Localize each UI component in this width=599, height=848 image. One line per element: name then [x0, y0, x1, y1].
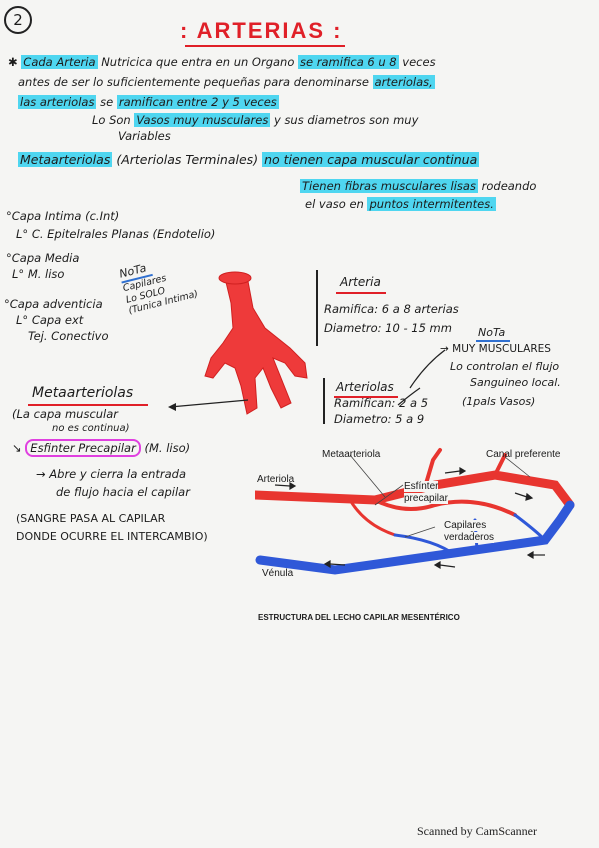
label-arteriola: Arteriola	[257, 474, 295, 485]
intro-ramifica: se ramifica 6 u 8	[298, 55, 399, 69]
nota-right-title: NoTa	[478, 326, 506, 339]
layer-intima: °Capa Intima (c.Int)	[6, 209, 120, 223]
nota-right-l3: Sanguineo local.	[470, 376, 561, 389]
arteria-bracket	[316, 270, 318, 346]
scanned-by-footer: Scanned by CamScanner	[417, 824, 537, 838]
label-canal-preferente: Canal preferente	[486, 449, 561, 460]
arteria-title-underline	[336, 292, 386, 294]
page-title: : ARTERIAS :	[180, 18, 343, 43]
label-capilares-2: verdaderos	[444, 532, 495, 543]
figure-caption: ESTRUCTURA DEL LECHO CAPILAR MESENTÉRICO	[258, 613, 460, 622]
meta-note-l6: DONDE OCURRE EL INTERCAMBIO)	[16, 530, 208, 543]
layer-intima-sub: L° C. Epitelrales Planas (Endotelio)	[16, 227, 216, 241]
label-venula: Vénula	[262, 568, 294, 579]
capillary-bed-diagram	[255, 448, 575, 575]
intro-line-2: antes de ser lo suficientemente pequeñas…	[18, 75, 435, 89]
layer-media-sub: L° M. liso	[12, 267, 65, 281]
arteria-diam: Diametro: 10 - 15 mm	[324, 321, 452, 335]
label-capilares-1: Capilares	[444, 520, 487, 531]
meta-def-line-2: Tienen fibras musculares lisas rodeando	[300, 179, 537, 193]
intro-line-4: Lo Son Vasos muy musculares y sus diamet…	[92, 113, 419, 127]
star-icon: ✱	[8, 55, 18, 69]
intro-line-1: ✱ Cada Arteria Nutricica que entra en un…	[8, 55, 436, 70]
intro-arteriolas: arteriolas,	[372, 75, 435, 89]
nota-right-l2: Lo controlan el flujo	[450, 360, 560, 373]
label-metaarteriola: Metaarteriola	[322, 449, 381, 460]
arteriolas-bracket	[323, 378, 325, 424]
nota-right-l1: → MUY MUSCULARES	[440, 343, 551, 355]
meta-note-underline	[28, 404, 148, 406]
page-number: 2	[4, 6, 32, 34]
layer-media: °Capa Media	[6, 251, 80, 265]
arteriolas-title-underline	[334, 396, 398, 398]
meta-note-l2: no es continua)	[52, 423, 130, 434]
nota-right-l4: (1pals Vasos)	[462, 395, 536, 408]
meta-note-l3: → Abre y cierra la entrada	[36, 467, 187, 481]
meta-note-l5: (SANGRE PASA AL CAPILAR	[16, 512, 166, 525]
arteriolas-diam: Diametro: 5 a 9	[334, 412, 425, 426]
meta-note-l1: (La capa muscular	[12, 407, 119, 421]
title-underline	[185, 45, 345, 47]
esfinter-precapilar-label: Esfinter Precapilar	[25, 439, 141, 457]
layer-adventicia-sub2: Tej. Conectivo	[28, 329, 109, 343]
artery-tree-illustration	[204, 271, 308, 415]
arteriolas-box-title: Arteriolas	[336, 380, 394, 394]
intro-cada-arteria: Cada Arteria	[21, 55, 98, 69]
meta-def-line-1: Metaarteriolas (Arteriolas Terminales) n…	[18, 152, 480, 167]
label-esfinter-2: precapilar	[404, 493, 448, 504]
layer-adventicia-sub1: L° Capa ext	[16, 313, 84, 327]
nota-right-underline	[476, 340, 510, 342]
arteria-box-title: Arteria	[340, 275, 381, 289]
meta-note-l4: de flujo hacia el capilar	[56, 485, 190, 499]
arteria-ramif: Ramifica: 6 a 8 arterias	[324, 302, 459, 316]
intro-line-3: las arteriolas se ramifican entre 2 y 5 …	[18, 95, 279, 109]
intro-veces: veces	[402, 55, 436, 69]
label-esfinter-1: Esfínter	[404, 481, 439, 492]
meta-note-esf: ↘ Esfinter Precapilar (M. liso)	[12, 439, 191, 457]
meta-note-title: Metaarteriolas	[32, 385, 134, 401]
layer-adventicia: °Capa adventicia	[4, 297, 103, 311]
meta-def-line-3: el vaso en puntos intermitentes.	[305, 197, 496, 211]
intro-line-5: Variables	[118, 129, 171, 143]
intro-nutricia: Nutricica que entra en un Organo	[101, 55, 295, 69]
